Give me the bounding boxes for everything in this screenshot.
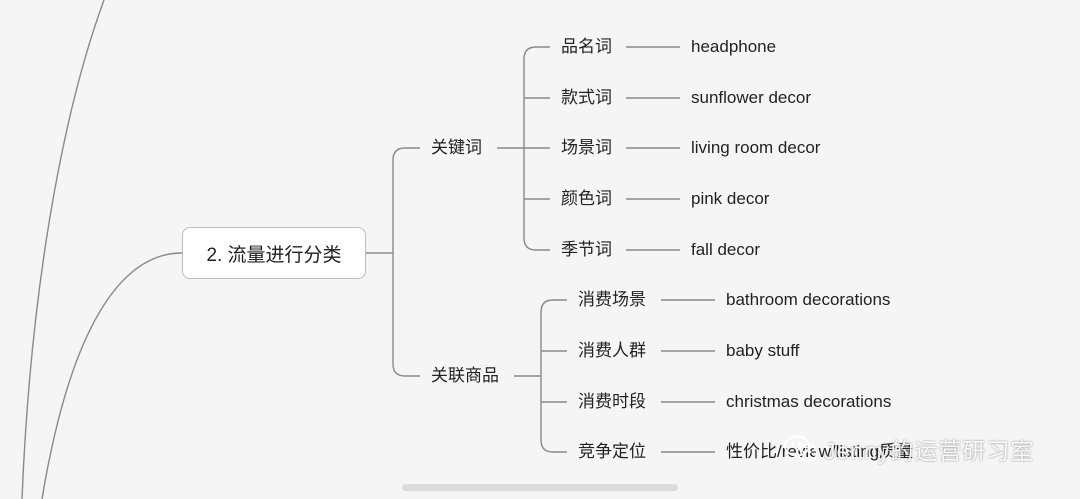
child-node[interactable]: 季节词	[561, 240, 612, 259]
child-node[interactable]: 场景词	[561, 138, 612, 157]
branch-node-keywords[interactable]: 关键词	[431, 138, 482, 157]
child-node[interactable]: 消费场景	[578, 290, 646, 309]
related-spine	[540, 299, 567, 453]
child-node[interactable]: 颜色词	[561, 189, 612, 208]
child-node[interactable]: 品名词	[561, 37, 612, 56]
root-node[interactable]: 2. 流量进行分类	[182, 227, 366, 279]
horizontal-scrollbar[interactable]	[402, 484, 678, 491]
root-node-label: 2. 流量进行分类	[206, 244, 342, 266]
watermark-text: Jenny的运营研习室	[824, 438, 1035, 464]
child-node[interactable]: 消费人群	[578, 341, 646, 360]
example-node[interactable]: living room decor	[691, 138, 821, 157]
child-node[interactable]: 款式词	[561, 88, 612, 107]
example-node[interactable]: sunflower decor	[691, 88, 812, 107]
watermark: Jenny的运营研习室	[784, 432, 1034, 466]
parent-curve-root	[41, 252, 183, 499]
parent-curve-top	[21, 0, 105, 499]
wechat-icon	[784, 435, 818, 462]
child-node[interactable]: 竞争定位	[578, 442, 646, 461]
example-node[interactable]: 性价比/review/listing质量	[726, 442, 914, 461]
child-node[interactable]: 消费时段	[578, 392, 646, 411]
branch-node-related-products[interactable]: 关联商品	[431, 366, 499, 385]
example-node[interactable]: pink decor	[691, 189, 770, 208]
example-node[interactable]: fall decor	[691, 240, 760, 259]
branch-connector-keywords	[392, 147, 420, 253]
example-node[interactable]: bathroom decorations	[726, 290, 891, 309]
example-node[interactable]: christmas decorations	[726, 392, 892, 411]
example-node[interactable]: baby stuff	[726, 341, 800, 360]
branch-connector-related	[392, 253, 420, 377]
example-node[interactable]: headphone	[691, 37, 777, 56]
